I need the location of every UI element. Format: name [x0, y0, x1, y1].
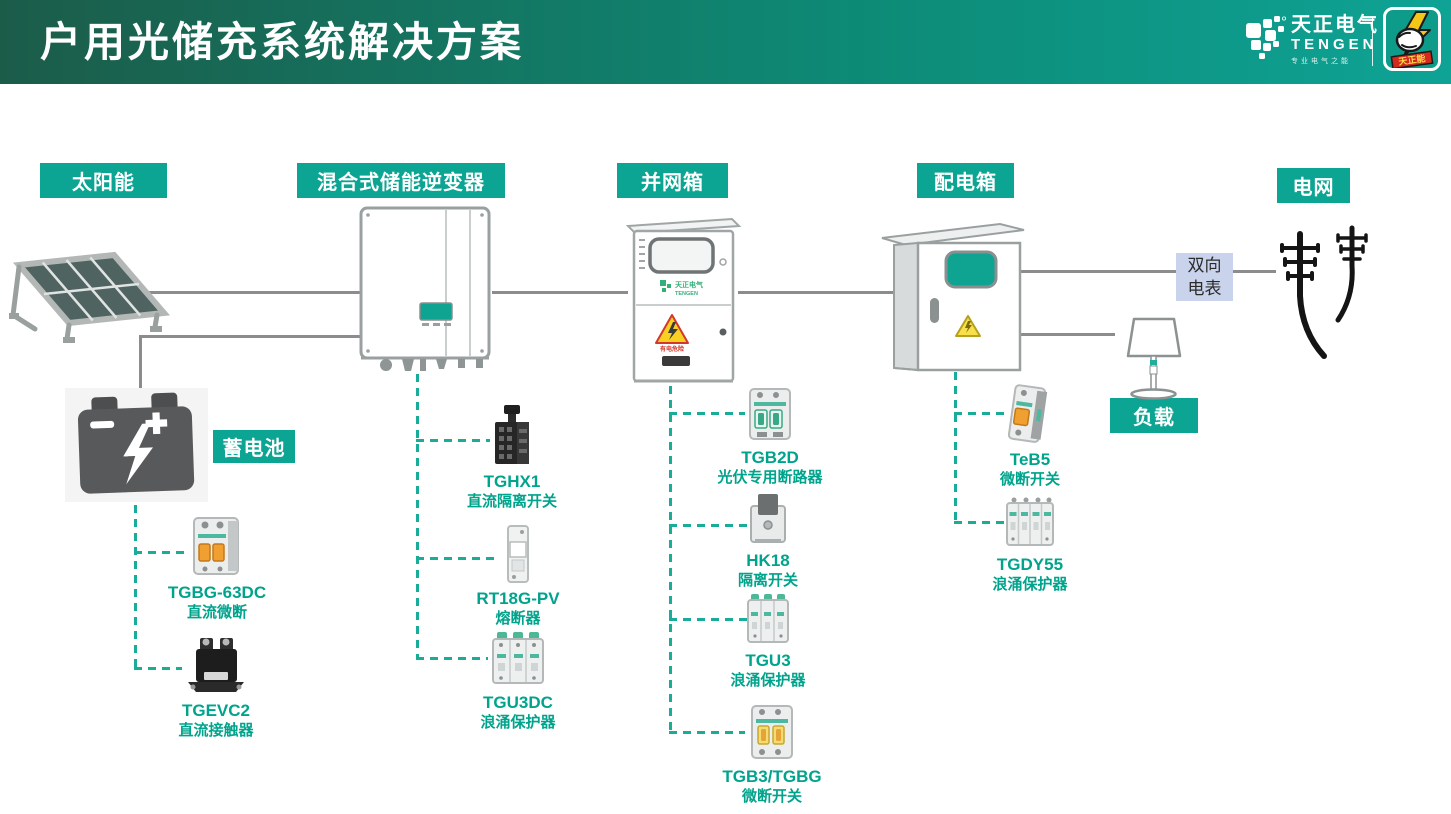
- dash-gridbox-tgb2d: [669, 412, 745, 415]
- label-dist-box: 配电箱: [917, 163, 1014, 198]
- component-model: RT18G-PV: [476, 589, 560, 608]
- dash-inverter-v: [416, 374, 419, 660]
- wire-inverter-gridbox: [492, 291, 628, 294]
- grid-tower-icon: [1280, 225, 1368, 359]
- component-tgu3dc: TGU3DC 浪涌保护器: [448, 630, 588, 732]
- tgu3-device-icon: [747, 594, 789, 643]
- brand-tagline: 专业电气之能: [1291, 58, 1351, 65]
- gridbox-warning-text: 有电危险: [660, 345, 685, 353]
- dash-gridbox-tgb3: [669, 731, 745, 734]
- component-model: TGDY55: [996, 555, 1064, 574]
- tgdy55-device-icon: [1006, 497, 1054, 546]
- component-desc: 光伏专用断路器: [717, 469, 823, 486]
- page-title: 户用光储充系统解决方案: [40, 19, 524, 65]
- mascot-banner-text: 天正能: [1398, 52, 1426, 67]
- component-desc: 浪涌保护器: [992, 576, 1068, 593]
- tgb2d-device-icon: [749, 388, 791, 440]
- component-tgu3: TGU3 浪涌保护器: [698, 592, 838, 690]
- label-grid-box: 并网箱: [617, 163, 728, 198]
- dash-battery-v: [134, 505, 137, 670]
- component-model: TGHX1: [483, 472, 541, 491]
- component-hk18: HK18 隔离开关: [698, 492, 838, 590]
- component-desc: 直流隔离开关: [466, 493, 557, 510]
- component-desc: 微断开关: [741, 788, 802, 805]
- battery-icon: [65, 388, 208, 502]
- hk18-device-icon: [750, 494, 786, 543]
- component-tghx1: TGHX1 直流隔离开关: [442, 403, 582, 511]
- tghx1-device-icon: [495, 405, 529, 464]
- dash-inverter-tgu3dc: [416, 657, 488, 660]
- wire-gridbox-distbox: [738, 291, 895, 294]
- dash-battery-tgevc: [134, 667, 182, 670]
- fist-lightning-icon: 天正能: [1390, 11, 1434, 68]
- grid-box-icon: 天正电气 TENGEN 有电危险: [626, 217, 742, 383]
- component-tgdy55: TGDY55 浪涌保护器: [960, 496, 1100, 594]
- wire-distbox-load: [1020, 333, 1115, 336]
- inverter-icon: [359, 206, 491, 371]
- component-model: TeB5: [1009, 450, 1051, 469]
- mascot-badge: 天正能: [1383, 7, 1441, 71]
- component-desc: 隔离开关: [737, 572, 798, 589]
- component-model: TGBG-63DC: [167, 583, 267, 602]
- header-bar: 户用光储充系统解决方案 天正电气 TENGEN 专业电气之能: [0, 0, 1451, 84]
- component-desc: 浪涌保护器: [480, 714, 556, 731]
- component-model: HK18: [746, 551, 790, 570]
- component-model: TGEVC2: [181, 701, 251, 720]
- component-desc: 直流接触器: [178, 722, 254, 739]
- wire-meter-grid: [1233, 270, 1276, 273]
- label-battery: 蓄电池: [213, 430, 295, 463]
- wire-inverter-battery-v: [139, 335, 142, 390]
- logo-divider: [1372, 16, 1373, 66]
- dash-inverter-tghx1: [416, 439, 490, 442]
- gridbox-logo-cn: 天正电气: [675, 280, 703, 289]
- component-tgbg63dc: TGBG-63DC 直流微断: [157, 514, 277, 622]
- wire-inverter-battery-h: [140, 335, 360, 338]
- label-solar: 太阳能: [40, 163, 167, 198]
- component-tgb2d: TGB2D 光伏专用断路器: [695, 385, 845, 487]
- component-teb5: TeB5 微断开关: [960, 383, 1100, 489]
- brand-text: 天正电气 TENGEN 专业电气之能: [1291, 14, 1379, 66]
- meter-line2: 电表: [1187, 279, 1222, 298]
- component-model: TGU3DC: [483, 693, 553, 712]
- component-model: TGB2D: [741, 448, 799, 467]
- component-tgevc2: TGEVC2 直流接触器: [146, 634, 286, 740]
- component-desc: 浪涌保护器: [730, 672, 806, 689]
- component-tgb3tgbg: TGB3/TGBG 微断开关: [702, 702, 842, 806]
- brand-name-en: TENGEN: [1291, 36, 1378, 53]
- label-inverter: 混合式储能逆变器: [297, 163, 505, 198]
- dash-gridbox-tgu3: [669, 618, 747, 621]
- dash-inverter-rt18g: [416, 557, 498, 560]
- component-desc: 熔断器: [495, 610, 541, 627]
- solar-panel-icon: [9, 243, 170, 343]
- dash-gridbox-v: [669, 386, 672, 734]
- dist-box-icon: [881, 222, 1025, 372]
- wire-solar-inverter: [148, 291, 360, 294]
- rt18gpv-device-icon: [507, 525, 529, 583]
- component-rt18gpv: RT18G-PV 熔断器: [448, 524, 588, 628]
- wire-distbox-meter: [1020, 270, 1176, 273]
- meter-line1: 双向: [1187, 256, 1222, 275]
- component-desc: 直流微断: [186, 604, 247, 621]
- label-grid: 电网: [1277, 168, 1350, 203]
- tengen-logo-icon: [1246, 16, 1287, 59]
- bidirectional-meter: 双向 电表: [1176, 253, 1233, 301]
- dash-distbox-tgdy55: [954, 521, 1004, 524]
- component-model: TGB3/TGBG: [722, 767, 822, 786]
- tgu3dc-device-icon: [492, 632, 544, 684]
- tgevc2-device-icon: [188, 638, 244, 692]
- label-load: 负载: [1110, 398, 1198, 433]
- lamp-icon: [1126, 317, 1182, 400]
- dash-gridbox-hk18: [669, 524, 747, 527]
- gridbox-logo-en: TENGEN: [675, 291, 698, 297]
- tgbg63dc-device-icon: [193, 517, 239, 575]
- component-model: TGU3: [745, 651, 791, 670]
- dash-battery-tgbg: [134, 551, 184, 554]
- tgb3tgbg-device-icon: [751, 705, 793, 759]
- teb5-device-icon: [1007, 384, 1048, 443]
- component-desc: 微断开关: [999, 471, 1060, 488]
- dash-distbox-v: [954, 372, 957, 524]
- dash-distbox-teb5: [954, 412, 1006, 415]
- brand-name-cn: 天正电气: [1291, 14, 1379, 36]
